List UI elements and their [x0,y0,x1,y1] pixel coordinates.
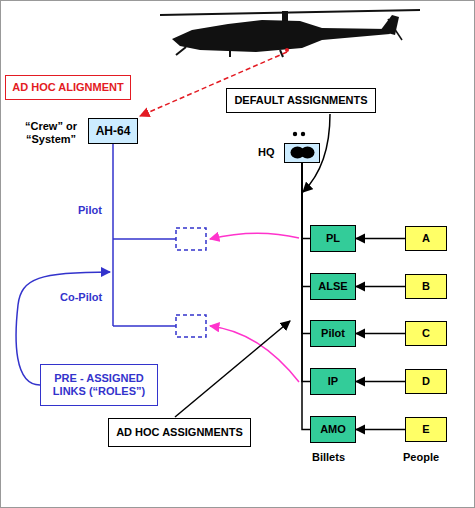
person-box: D [405,369,447,394]
node-text: D [422,375,430,388]
connector [356,286,405,288]
connector [356,333,405,335]
dot [301,132,305,136]
role-slot [176,228,206,250]
billet-box: AMO [310,416,356,443]
hq-blob [300,147,314,159]
main-rotor [160,10,420,15]
connector [302,163,310,430]
node-text: E [422,423,429,436]
person-box: E [405,417,447,442]
pointer-arrow [175,321,290,417]
billet-box: Pilot [310,320,356,347]
person-box: B [405,274,447,299]
landing-gear [229,51,231,57]
connector [356,429,405,431]
node-text: A [422,232,430,245]
callout-box: AD HOC ALIGNMENT [5,75,131,100]
node-text: B [422,280,430,293]
column-label: Billets [312,451,345,464]
hq-box: HQ [258,141,320,165]
pilot-line [113,238,176,240]
billet-box: IP [310,368,356,395]
node-text: AMO [320,423,346,436]
red-dot [285,48,289,52]
person-box: A [405,226,447,251]
column-label: People [403,451,439,464]
node-text: C [422,327,430,340]
gun [176,47,186,55]
connector [356,238,405,240]
node-text: AD HOC ALIGNMENT [12,81,123,94]
callout-box: DEFAULT ASSIGNMENTS [226,88,376,113]
crew-line [112,144,114,326]
billet-box: PL [310,225,356,252]
node-text: AH-64 [96,124,131,138]
system-caption: “Crew” or “System” [16,120,86,146]
fuselage [172,20,390,52]
crew-tree [113,144,206,337]
role-slot [176,315,206,337]
rotor-mast [282,11,288,22]
connector [302,163,310,382]
role-label: Pilot [78,204,102,217]
copilot-line [113,325,176,327]
hq-icon [284,143,320,163]
connector [302,163,310,239]
dot [293,132,297,136]
assignment-arrow [210,326,299,382]
hq-dots [293,132,305,136]
node-text: HQ [258,146,275,159]
hq-symbol [286,144,319,161]
callout-box: PRE - ASSIGNED LINKS (“ROLES”) [40,364,158,406]
person-box: C [405,321,447,346]
billet-box: ALSE [310,273,356,300]
system-box: AH-64 [88,118,138,144]
tail-rotor [388,19,402,40]
node-text: PRE - ASSIGNED LINKS (“ROLES”) [47,372,151,398]
connector [302,163,310,334]
node-text: AD HOC ASSIGNMENTS [116,426,243,439]
role-label: Co-Pilot [60,291,102,304]
node-text: ALSE [318,280,347,293]
callout-box: AD HOC ASSIGNMENTS [108,418,251,447]
connectors [302,163,405,430]
node-text: PL [326,232,340,245]
assignment-arrow [210,233,299,239]
node-text: DEFAULT ASSIGNMENTS [234,94,367,107]
connector [302,163,310,287]
stub-wing [252,36,286,42]
node-text: Pilot [321,327,345,340]
helicopter-silhouette [160,10,420,57]
node-text: IP [328,375,338,388]
connector [356,381,405,383]
